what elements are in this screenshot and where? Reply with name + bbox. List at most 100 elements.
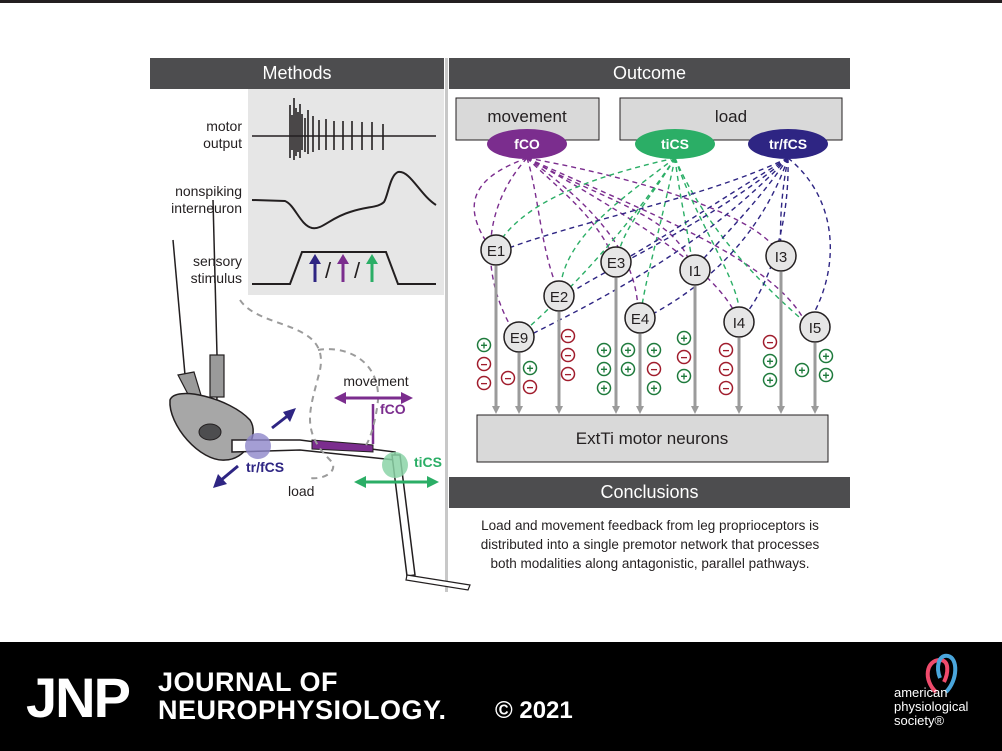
excitatory-sign — [762, 353, 778, 369]
minus-glyph: − — [564, 330, 571, 344]
inhibitory-sign — [560, 347, 576, 363]
neuron-i4: I4 — [723, 306, 755, 338]
svg-text:I5: I5 — [809, 320, 822, 337]
top-rule — [0, 0, 1002, 3]
figure-canvas: / / movement fCO tr/fCS load tiCS moveme… — [169, 58, 843, 592]
excitatory-sign — [476, 337, 492, 353]
svg-text:E4: E4 — [631, 311, 649, 328]
excitatory-sign — [596, 380, 612, 396]
excitatory-sign — [794, 362, 810, 378]
inhibitory-sign — [718, 342, 734, 358]
trfcs-receptor — [748, 129, 828, 159]
tics-label: tiCS — [414, 454, 442, 470]
inhibitory-sign — [476, 356, 492, 372]
plus-glyph: + — [480, 339, 487, 353]
neuron-e4: E4 — [624, 302, 656, 334]
footer-bar — [0, 642, 1002, 751]
plus-glyph: + — [680, 370, 687, 384]
neuron-e1: E1 — [480, 234, 512, 266]
svg-text:E3: E3 — [607, 255, 625, 272]
plus-glyph: + — [624, 363, 631, 377]
plus-glyph: + — [650, 382, 657, 396]
excitatory-sign — [596, 342, 612, 358]
svg-text:E1: E1 — [487, 243, 505, 260]
plus-glyph: + — [822, 369, 829, 383]
fco-label: fCO — [380, 401, 406, 417]
plus-glyph: + — [526, 362, 533, 376]
excitatory-sign — [596, 361, 612, 377]
excitatory-sign — [620, 342, 636, 358]
motor-neurons-label: ExtTi motor neurons — [576, 429, 728, 448]
inhibitory-sign — [718, 380, 734, 396]
minus-glyph: − — [650, 363, 657, 377]
fco-receptor-label: fCO — [514, 136, 540, 152]
minus-glyph: − — [564, 368, 571, 382]
inhibitory-sign — [718, 361, 734, 377]
excitatory-sign — [646, 342, 662, 358]
fco-connections — [473, 157, 809, 338]
svg-text:E9: E9 — [510, 330, 528, 347]
neuron-i1: I1 — [679, 254, 711, 286]
outcome-header: Outcome — [449, 58, 850, 89]
load-label: load — [288, 483, 314, 499]
inhibitory-sign — [522, 379, 538, 395]
inhibitory-sign — [560, 328, 576, 344]
plus-glyph: + — [624, 344, 631, 358]
minus-glyph: − — [722, 363, 729, 377]
tics-receptor — [635, 129, 715, 159]
tics-receptor-label: tiCS — [661, 136, 689, 152]
minus-glyph: − — [680, 351, 687, 365]
load-box-label: load — [715, 107, 747, 126]
output-lines — [492, 266, 819, 414]
plus-glyph: + — [680, 332, 687, 346]
fco-organ — [311, 439, 374, 453]
stimulus-slash-2: / — [354, 258, 361, 283]
conclusions-header: Conclusions — [449, 477, 850, 508]
svg-text:I1: I1 — [689, 263, 702, 280]
neuron-i3: I3 — [765, 240, 797, 272]
inhibitory-sign — [646, 361, 662, 377]
neuron-e2: E2 — [543, 280, 575, 312]
stimulus-slash-1: / — [325, 258, 332, 283]
excitatory-sign — [522, 360, 538, 376]
excitatory-sign — [762, 372, 778, 388]
excitatory-sign — [620, 361, 636, 377]
plus-glyph: + — [600, 363, 607, 377]
tics-marker — [382, 452, 408, 478]
stimulus-trace — [252, 251, 436, 285]
minus-glyph: − — [722, 344, 729, 358]
svg-text:I4: I4 — [733, 315, 746, 332]
inhibitory-sign — [500, 370, 516, 386]
minus-glyph: − — [564, 349, 571, 363]
plus-glyph: + — [600, 344, 607, 358]
conclusions-text: Load and movement feedback from leg prop… — [480, 518, 820, 571]
minus-glyph: − — [480, 358, 487, 372]
minus-glyph: − — [526, 381, 533, 395]
trfcs-label: tr/fCS — [246, 459, 284, 475]
aps-logo-icon — [925, 653, 958, 694]
movement-box-label: movement — [487, 107, 567, 126]
plus-glyph: + — [766, 355, 773, 369]
traces-panel — [248, 89, 444, 295]
plus-glyph: + — [822, 350, 829, 364]
sign-markers: +−−−+−−−−++++++−++−+−−−−+++++ — [476, 328, 834, 396]
inhibitory-sign — [476, 375, 492, 391]
excitatory-sign — [818, 348, 834, 364]
jnp-logo: JNP — [26, 666, 131, 729]
inhibitory-sign — [676, 349, 692, 365]
methods-header: Methods — [150, 58, 444, 89]
excitatory-sign — [676, 368, 692, 384]
neuron-i5: I5 — [799, 311, 831, 343]
inhibitory-sign — [560, 366, 576, 382]
plus-glyph: + — [766, 374, 773, 388]
neuron-e9: E9 — [503, 321, 535, 353]
excitatory-sign — [646, 380, 662, 396]
load-dashed-path — [239, 299, 335, 480]
minus-glyph: − — [722, 382, 729, 396]
plus-glyph: + — [650, 344, 657, 358]
fco-receptor — [487, 129, 567, 159]
